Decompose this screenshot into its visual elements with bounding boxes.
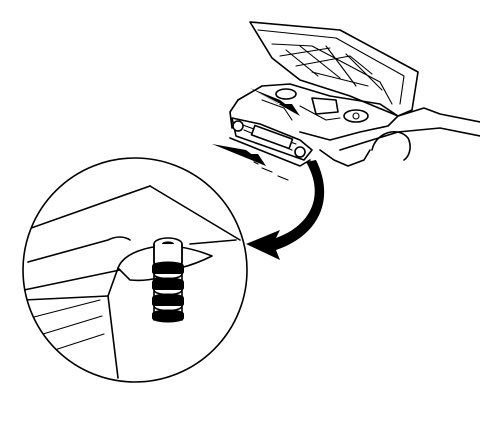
car-icon [229, 21, 480, 181]
open-hood [249, 21, 419, 117]
bumper-stop-detail [23, 185, 241, 379]
bumper-stop [152, 237, 184, 323]
magnifier-circle-icon [22, 157, 248, 383]
pointer-arrow-icon-lower [212, 144, 266, 166]
car-body [229, 83, 480, 181]
curved-arrow-icon [246, 160, 325, 260]
pointer-arrow-icon [250, 88, 300, 116]
